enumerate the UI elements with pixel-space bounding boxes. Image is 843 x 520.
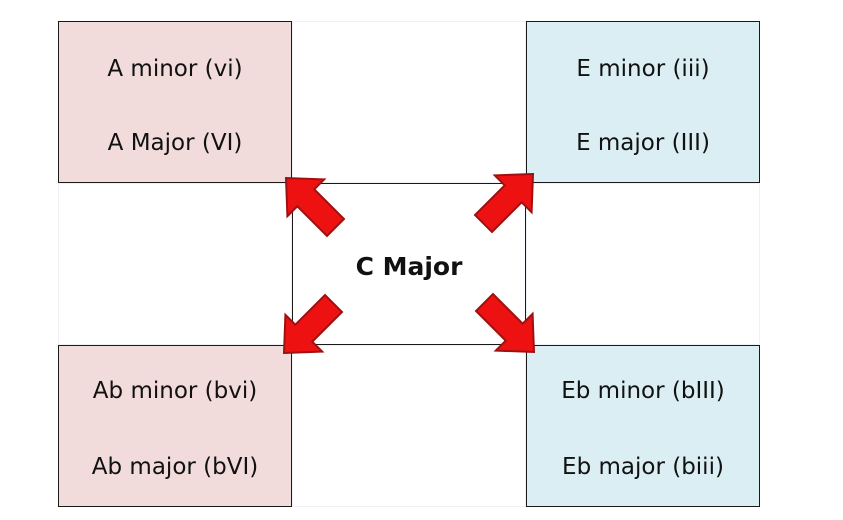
eb-major-label: Eb major (biii) <box>562 454 724 480</box>
cell-middle-right <box>526 183 760 345</box>
ab-major-label: Ab major (bVI) <box>91 454 259 480</box>
e-major-label: E major (III) <box>576 130 710 156</box>
center-key-title: C Major <box>355 252 463 281</box>
e-minor-label: E minor (iii) <box>576 56 710 82</box>
cell-center: C Major <box>292 183 526 345</box>
key-relationship-diagram: A minor (vi) A Major (VI) E minor (iii) … <box>58 21 760 507</box>
cell-eb-key: Eb minor (bIII) Eb major (biii) <box>526 345 760 507</box>
ab-minor-label: Ab minor (bvi) <box>92 378 258 404</box>
cell-bottom-middle <box>292 345 526 507</box>
cell-middle-left <box>58 183 292 345</box>
cell-a-key: A minor (vi) A Major (VI) <box>58 21 292 183</box>
cell-ab-key: Ab minor (bvi) Ab major (bVI) <box>58 345 292 507</box>
eb-minor-label: Eb minor (bIII) <box>561 378 725 404</box>
cell-top-middle <box>292 21 526 183</box>
cell-e-key: E minor (iii) E major (III) <box>526 21 760 183</box>
a-major-label: A Major (VI) <box>107 130 243 156</box>
a-minor-label: A minor (vi) <box>107 56 243 82</box>
